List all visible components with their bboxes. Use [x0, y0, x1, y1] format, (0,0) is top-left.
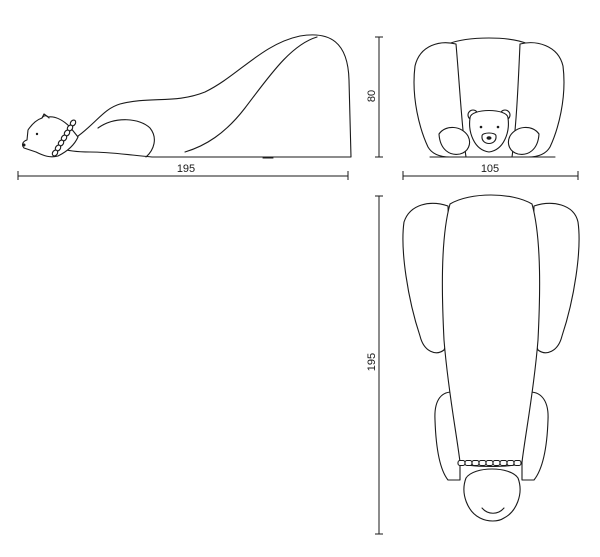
top-view-collar-chain — [457, 459, 522, 467]
side-view-back-curve — [184, 36, 318, 153]
front-view-bear-head — [467, 109, 511, 153]
front-view-left-paw — [438, 126, 471, 155]
front-view-right-paw — [507, 126, 540, 155]
side-length-dimension: 195 — [17, 163, 349, 180]
side-view: 195 — [17, 34, 352, 180]
top-view-body — [441, 194, 541, 467]
front-width-dimension: 105 — [402, 163, 579, 180]
side-view-body-outline — [59, 34, 352, 158]
top-length-label: 195 — [366, 353, 378, 371]
top-length-dimension: 195 — [366, 195, 383, 535]
front-view-bear-left-eye — [479, 125, 483, 129]
top-view-bear-muzzle — [481, 507, 505, 514]
side-view-bear-eye — [35, 132, 39, 136]
side-height-dimension: 80 — [366, 36, 383, 158]
side-view-collar-chain — [51, 119, 77, 157]
front-view-bear-right-eye — [496, 125, 500, 129]
side-view-bear-nose — [22, 143, 26, 147]
side-view-bear-ear — [41, 115, 50, 119]
side-height-label: 80 — [366, 90, 378, 102]
top-view: 195 — [366, 194, 580, 535]
front-view-bear-nose — [486, 136, 492, 140]
side-length-label: 195 — [177, 163, 195, 175]
side-view-leg — [97, 119, 155, 158]
front-view: 105 — [402, 37, 579, 180]
front-view-bear-muzzle — [481, 132, 497, 145]
front-width-label: 105 — [481, 163, 499, 175]
top-view-left-arm — [402, 202, 453, 354]
top-view-bear-head — [463, 468, 521, 522]
top-view-right-arm — [529, 202, 580, 354]
